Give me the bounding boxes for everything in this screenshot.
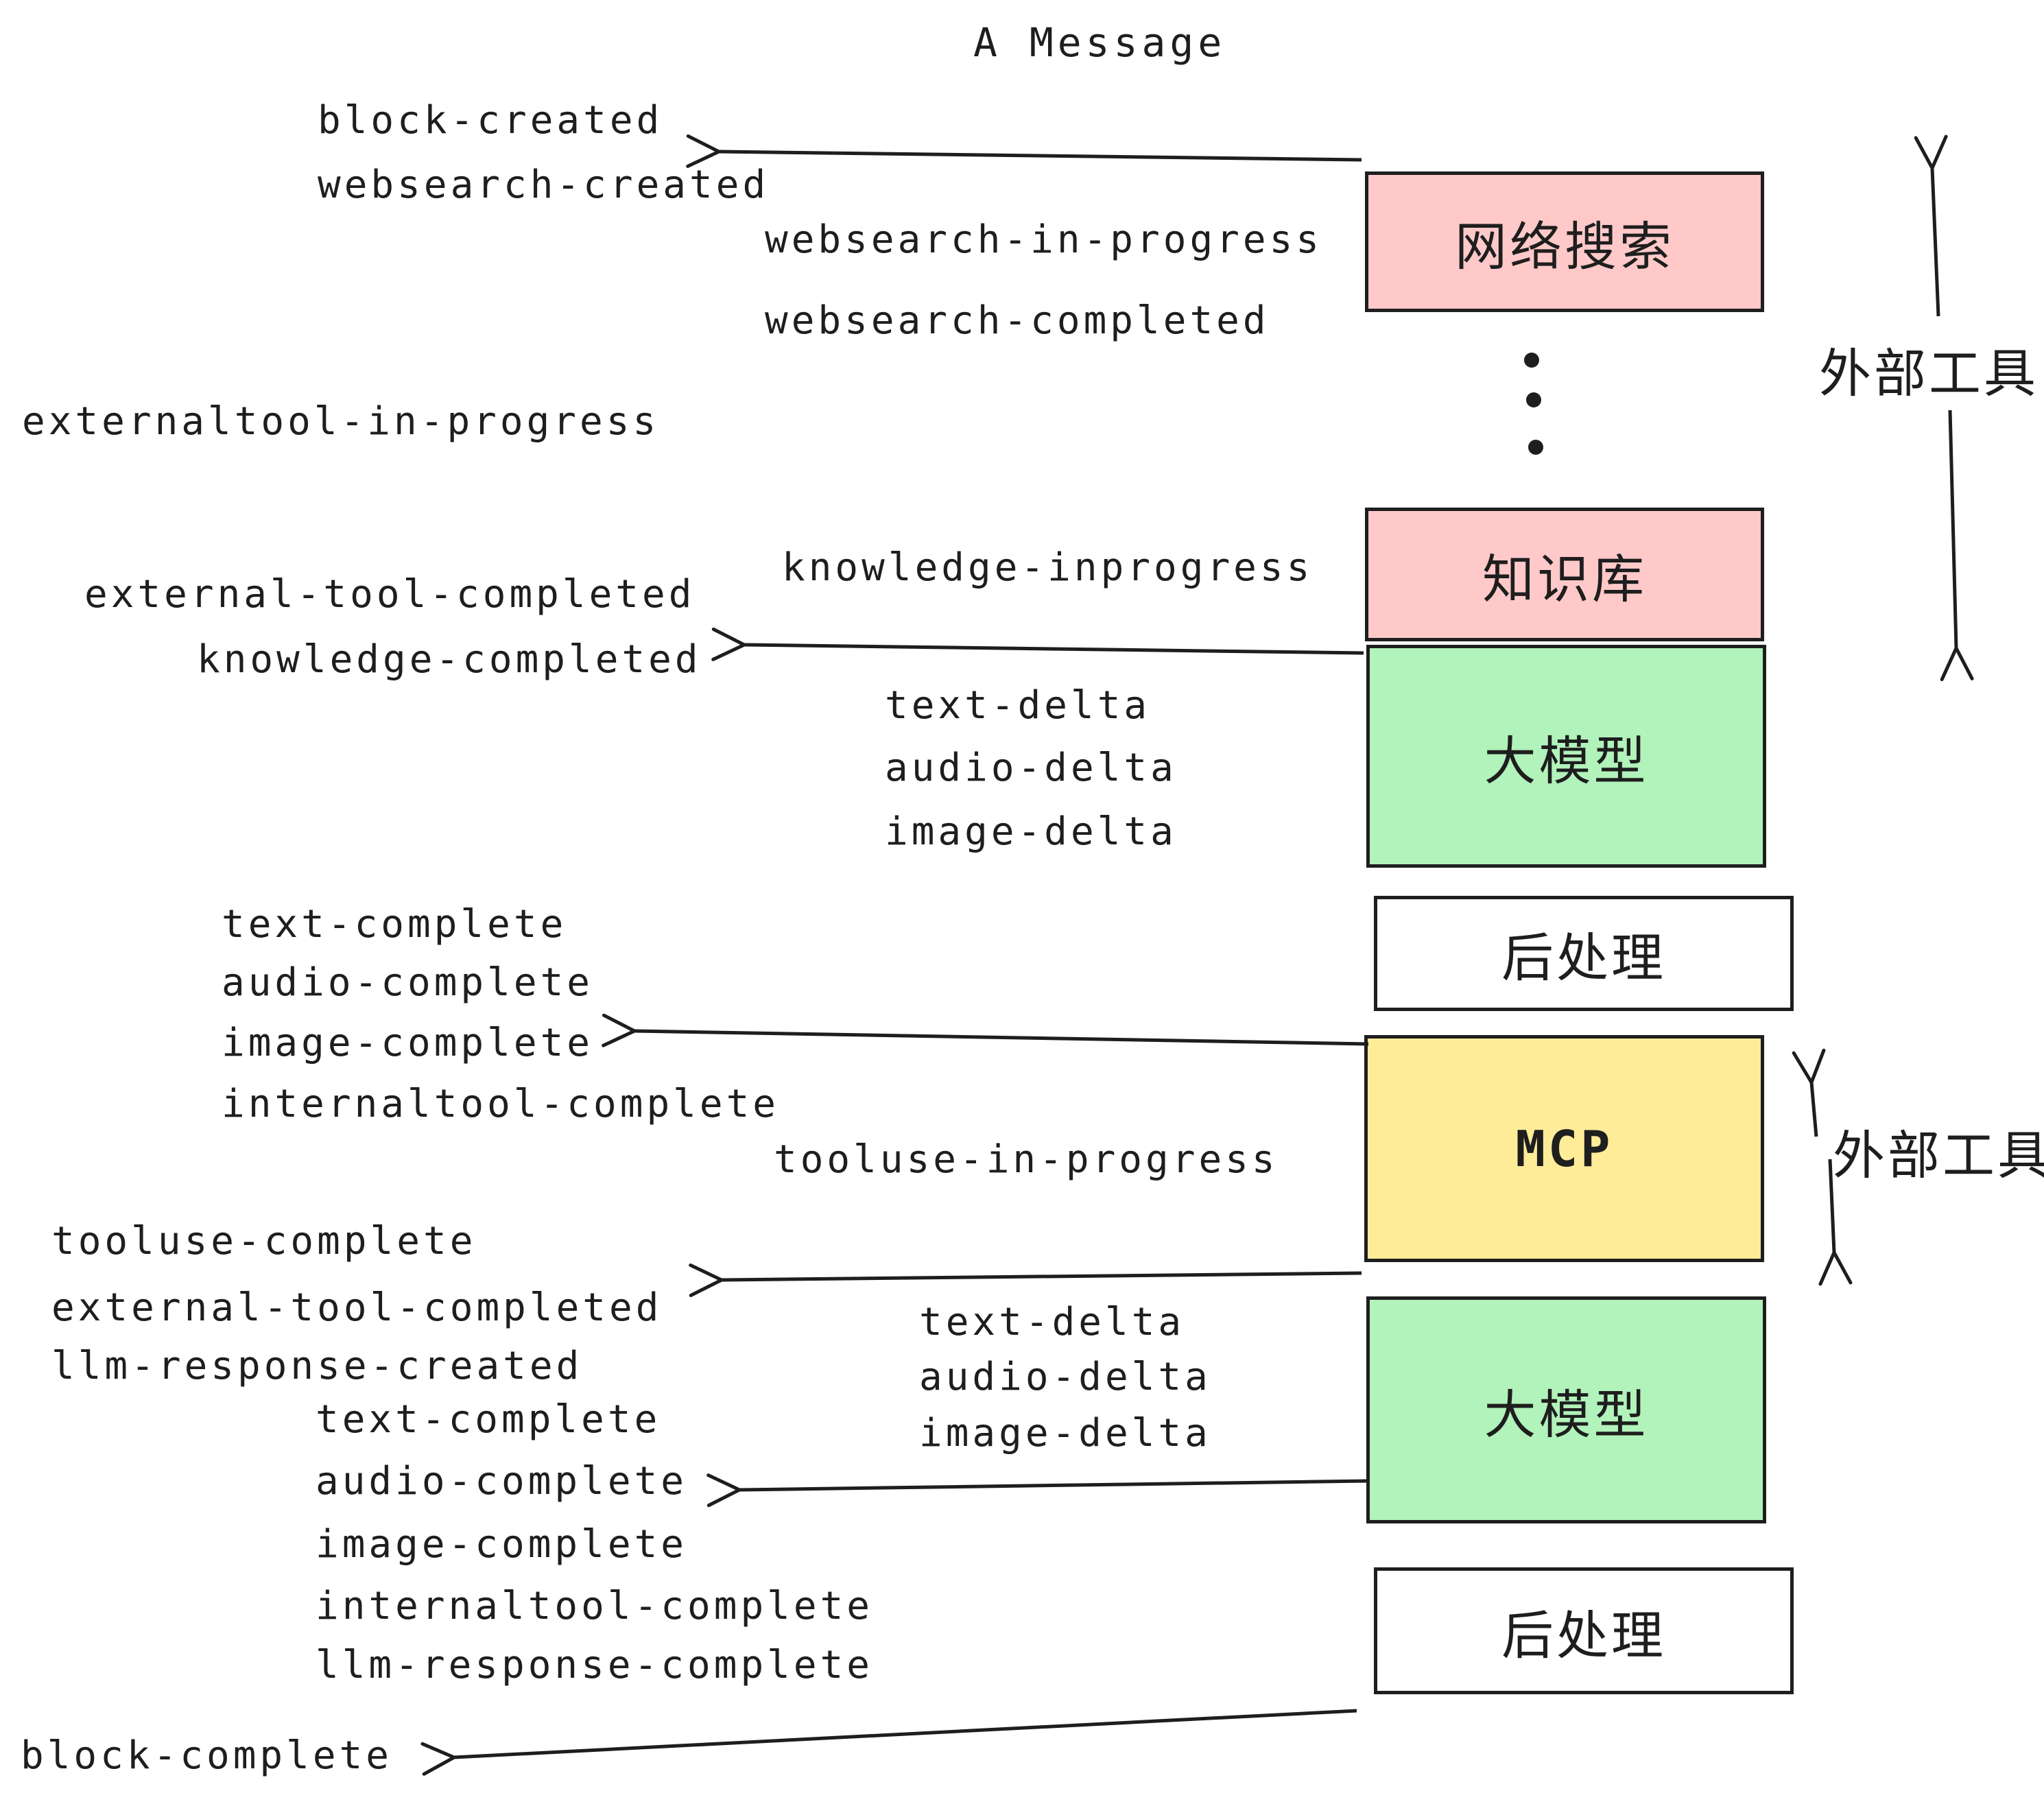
box-llm-1: 大模型 [1366,645,1766,868]
external-tools-bottom-up-arrow [1792,1048,1826,1137]
arrow-to-block-complete [420,1709,1357,1776]
event-text-delta-1: text-delta [885,683,1151,728]
box-mcp: MCP [1364,1035,1764,1262]
event-image-complete-1: image-complete [222,1021,594,1065]
event-knowledge-completed: knowledge-completed [197,637,702,682]
ellipsis-dots-icon [1524,353,1543,455]
external-tools-top-down-arrow [1940,410,1974,682]
event-audio-complete-2: audio-complete [316,1459,688,1504]
event-llm-response-complete: llm-response-complete [316,1643,874,1687]
box-llm-2: 大模型 [1366,1296,1766,1523]
event-tooluse-complete: tooluse-complete [51,1219,477,1263]
event-text-delta-2: text-delta [919,1300,1185,1344]
event-websearch-created: websearch-created [318,163,770,207]
external-tools-label-top: 外部工具 [1819,343,2039,404]
event-internaltool-complete-1: internaltool-complete [222,1082,780,1126]
event-block-created: block-created [318,98,663,143]
box-llm-1-label: 大模型 [1484,730,1649,792]
event-websearch-completed: websearch-completed [765,298,1270,343]
event-internaltool-complete-2: internaltool-complete [316,1584,874,1628]
event-audio-complete-1: audio-complete [222,960,594,1005]
box-llm-2-label: 大模型 [1484,1384,1649,1445]
box-postprocess-1-label: 后处理 [1501,927,1666,988]
box-websearch: 网络搜索 [1365,171,1764,312]
event-tooluse-in-progress: tooluse-in-progress [774,1137,1279,1182]
box-postprocess-1: 后处理 [1374,896,1794,1011]
box-mcp-label: MCP [1515,1119,1613,1178]
event-text-complete-1: text-complete [222,902,567,947]
box-postprocess-2: 后处理 [1374,1567,1794,1694]
event-externaltool-in-progress: externaltool-in-progress [22,399,660,444]
event-llm-response-created: llm-response-created [51,1344,583,1388]
box-knowledge: 知识库 [1365,508,1764,641]
event-knowledge-inprogress: knowledge-inprogress [782,545,1314,590]
event-external-tool-completed-2: external-tool-completed [51,1285,663,1330]
event-image-delta-2: image-delta [919,1411,1211,1456]
external-tools-label-bottom: 外部工具 [1833,1125,2044,1186]
box-websearch-label: 网络搜索 [1455,215,1674,277]
event-audio-delta-2: audio-delta [919,1355,1211,1399]
arrow-to-knowledge-completed [711,627,1364,661]
event-block-complete: block-complete [21,1733,393,1778]
event-text-complete-2: text-complete [316,1397,661,1442]
event-image-delta-1: image-delta [885,809,1177,854]
box-postprocess-2-label: 后处理 [1501,1604,1666,1666]
box-knowledge-label: 知识库 [1482,548,1647,610]
event-image-complete-2: image-complete [316,1522,688,1567]
event-audio-delta-1: audio-delta [885,746,1177,790]
arrow-to-image-complete [602,1013,1369,1047]
arrow-to-tooluse-complete [689,1263,1362,1297]
external-tools-top-up-arrow [1914,134,1948,317]
event-websearch-in-progress: websearch-in-progress [765,217,1323,262]
diagram-title: A Message [973,19,1226,66]
event-external-tool-completed-1: external-tool-completed [84,572,696,617]
arrow-to-websearch-created [686,134,1362,168]
arrow-to-audio-complete [706,1473,1369,1508]
